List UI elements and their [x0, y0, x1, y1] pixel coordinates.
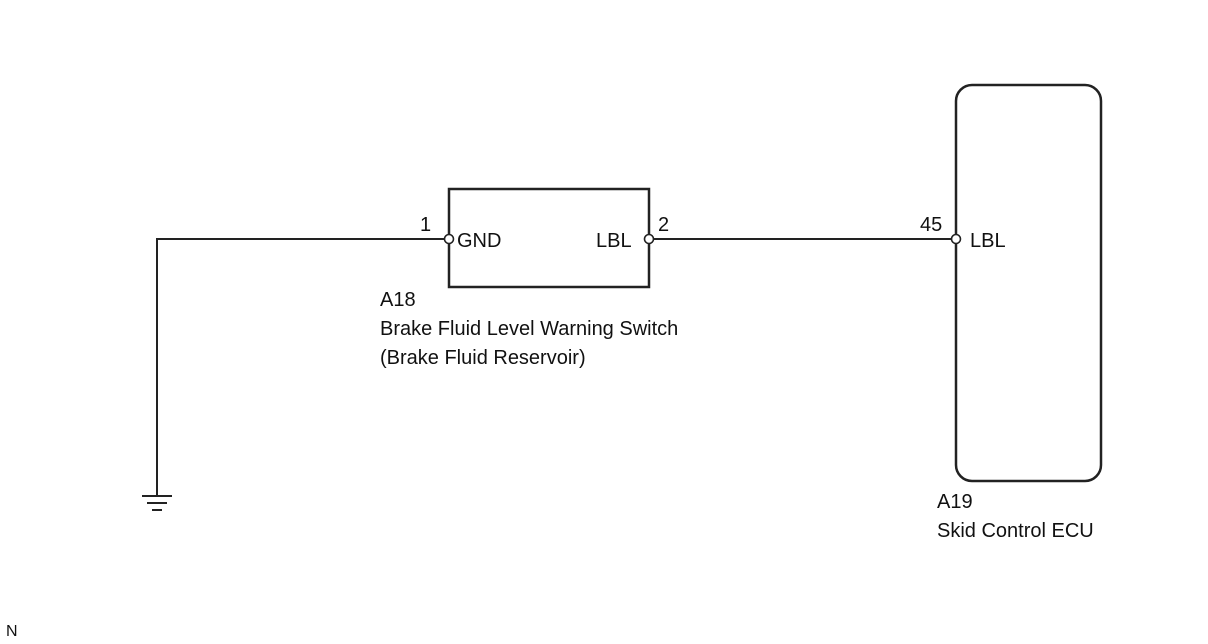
ecu-terminal-lbl	[950, 233, 962, 245]
switch-name: Brake Fluid Level Warning Switch	[380, 318, 678, 340]
ecu-code: A19	[937, 491, 973, 513]
switch-terminal-lbl	[643, 233, 655, 245]
ecu-pin-lbl-label: LBL	[970, 230, 1006, 252]
switch-code: A18	[380, 289, 416, 311]
ground-icon	[142, 495, 172, 511]
ecu-name: Skid Control ECU	[937, 520, 1094, 542]
switch-subtitle: (Brake Fluid Reservoir)	[380, 347, 586, 369]
switch-pin-1-number: 1	[420, 214, 431, 236]
switch-pin-lbl-label: LBL	[596, 230, 632, 252]
ecu-pin-45-number: 45	[920, 214, 942, 236]
switch-terminal-gnd	[443, 233, 455, 245]
corner-mark: N	[6, 623, 18, 640]
switch-pin-gnd-label: GND	[457, 230, 501, 252]
brake-fluid-switch-box	[447, 187, 651, 289]
ground-wire	[156, 238, 449, 495]
skid-control-ecu-box	[954, 83, 1103, 483]
switch-pin-2-number: 2	[658, 214, 669, 236]
